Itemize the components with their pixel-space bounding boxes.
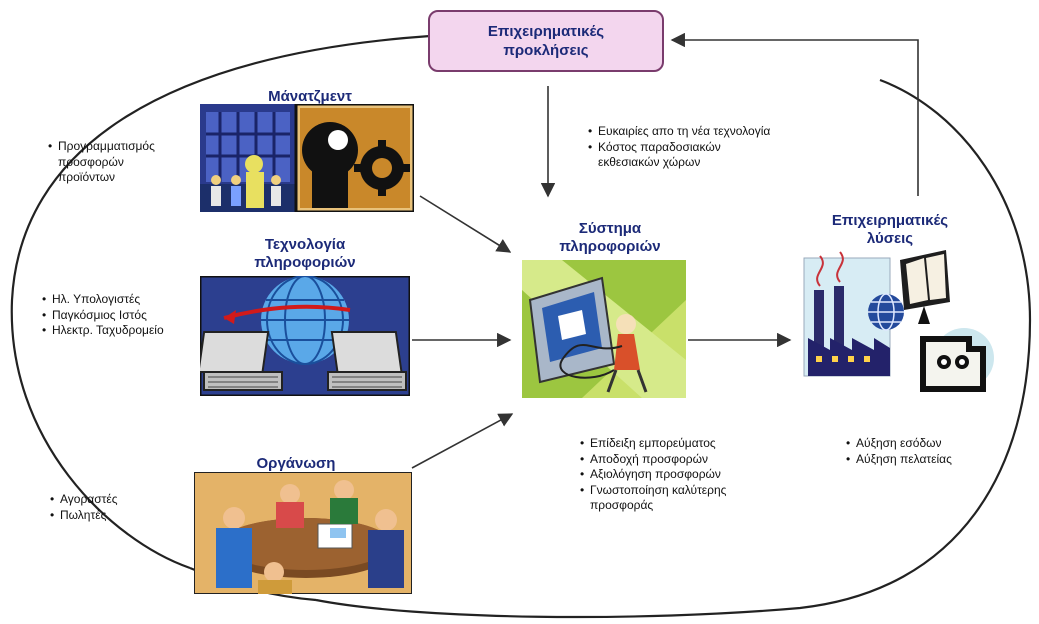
challenges-bullet-3: εκθεσιακών χώρων (598, 155, 701, 169)
business-solutions-picture (803, 250, 994, 392)
info-system-bullets: Επίδειξη εμπορεύματος Αποδοχή προσφορών … (580, 436, 726, 514)
business-solutions-title-line2: λύσεις (866, 230, 914, 247)
info-system-picture (522, 260, 686, 398)
it-bullets: Ηλ. Υπολογιστές Παγκόσμιος Ιστός Ηλεκτρ.… (42, 292, 164, 339)
it-bullet-2: Παγκόσμιος Ιστός (42, 308, 164, 324)
arrow-feedback-to-challenges (670, 32, 919, 196)
challenges-bullets: Ευκαιρίες απο τη νέα τεχνολογία Κόστος π… (588, 124, 770, 171)
info-system-title-line1: Σύστημα (578, 220, 642, 237)
management-bullets: Προγραμματισμός προσφορών προϊόντων (48, 139, 155, 186)
it-bullet-3: Ηλεκτρ. Ταχυδρομείο (42, 323, 164, 339)
business-challenges-line1: Επιχειρηματικές (487, 23, 605, 40)
organization-bullet-2: Πωλητές (50, 508, 118, 524)
management-title: Μάνατζμεντ (268, 88, 352, 105)
business-solutions-title: Επιχειρηματικές λύσεις (790, 212, 990, 248)
business-challenges-box: Επιχειρηματικές προκλήσεις (428, 10, 664, 72)
business-solutions-title-line1: Επιχειρηματικές (831, 212, 949, 229)
it-title: Τεχνολογία πληροφοριών (220, 236, 390, 272)
challenges-bullet-2: Κόστος παραδοσιακών (588, 140, 770, 156)
arrow-management-to-system (419, 195, 512, 253)
info-system-bullet-1: Επίδειξη εμπορεύματος (580, 436, 726, 452)
management-bullet-2: προσφορών (58, 154, 124, 169)
info-system-title: Σύστημα πληροφοριών (520, 220, 700, 256)
organization-bullet-1: Αγοραστές (50, 492, 118, 508)
it-title-line1: Τεχνολογία (264, 236, 346, 253)
business-challenges-line2: προκλήσεις (503, 42, 589, 59)
info-system-bullet-4: Γνωστοποίηση καλύτερης (580, 483, 726, 499)
solutions-bullet-1: Αύξηση εσόδων (846, 436, 952, 452)
management-bullet-3: προϊόντων (58, 170, 116, 184)
info-system-bullet-3: Αξιολόγηση προσφορών (580, 467, 726, 483)
it-title-line2: πληροφοριών (254, 254, 356, 271)
organization-picture (194, 472, 412, 594)
info-system-title-line2: πληροφοριών (559, 238, 661, 255)
info-system-bullet-5: προσφοράς (590, 498, 654, 512)
challenges-bullet-1: Ευκαιρίες απο τη νέα τεχνολογία (588, 124, 770, 140)
management-picture (200, 104, 414, 212)
arrow-organization-to-system (411, 413, 514, 469)
solutions-bullets: Αύξηση εσόδων Αύξηση πελατείας (846, 436, 952, 467)
it-bullet-1: Ηλ. Υπολογιστές (42, 292, 164, 308)
it-picture (200, 276, 410, 396)
solutions-bullet-2: Αύξηση πελατείας (846, 452, 952, 468)
management-bullet-1: Προγραμματισμός (48, 139, 155, 155)
info-system-bullet-2: Αποδοχή προσφορών (580, 452, 726, 468)
organization-title: Οργάνωση (256, 455, 336, 472)
organization-bullets: Αγοραστές Πωλητές (50, 492, 118, 523)
